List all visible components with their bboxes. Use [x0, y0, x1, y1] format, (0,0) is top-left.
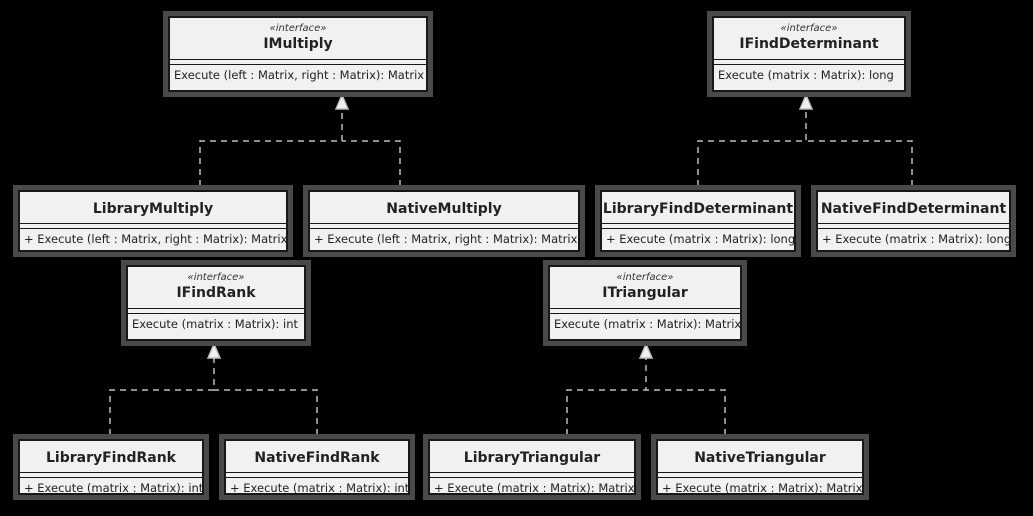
edge-libraryfinddeterminant-ifinddeterminant	[697, 108, 807, 186]
operation: Execute (left : Matrix, right : Matrix):…	[174, 68, 425, 82]
operation: + Execute (matrix : Matrix): int	[24, 481, 204, 495]
class-nativetriangular[interactable]: NativeTriangular + Execute (matrix : Mat…	[656, 439, 864, 495]
interface-imultiply[interactable]: «interface» IMultiply Execute (left : Ma…	[168, 16, 428, 92]
edge-librarytriangular-itriangular	[566, 357, 647, 435]
stereotype-label: «interface»	[269, 23, 327, 34]
compartment-divider	[602, 223, 794, 229]
class-name: LibraryTriangular	[463, 450, 601, 466]
class-librarymultiply[interactable]: LibraryMultiply + Execute (left : Matrix…	[18, 190, 288, 252]
arrowhead-ifindrank	[206, 342, 222, 359]
operation: Execute (matrix : Matrix): Matrix	[554, 317, 742, 331]
class-librarytriangular[interactable]: LibraryTriangular + Execute (matrix : Ma…	[428, 439, 636, 495]
operation: Execute (matrix : Matrix): long	[718, 68, 894, 82]
compartment-divider	[128, 308, 304, 314]
compartment-divider	[818, 223, 1009, 229]
arrowhead-ifinddeterminant	[798, 93, 814, 110]
compartment-divider	[714, 59, 904, 65]
stereotype-label: «interface»	[187, 272, 245, 283]
edge-nativefindrank-ifindrank	[214, 389, 318, 435]
class-name: LibraryFindDeterminant	[602, 201, 794, 217]
operation: + Execute (left : Matrix, right : Matrix…	[314, 232, 578, 246]
operation: + Execute (left : Matrix, right : Matrix…	[24, 232, 288, 246]
class-name: LibraryMultiply	[92, 201, 214, 217]
edge-nativemultiply-imultiply	[342, 140, 401, 186]
interface-name: IMultiply	[263, 36, 333, 52]
compartment-divider	[170, 59, 426, 65]
compartment-divider	[20, 472, 202, 478]
class-nativefinddeterminant[interactable]: NativeFindDeterminant + Execute (matrix …	[816, 190, 1011, 252]
operation: + Execute (matrix : Matrix): Matrix	[434, 481, 635, 495]
interface-name: IFindDeterminant	[739, 36, 879, 52]
edge-nativetriangular-itriangular	[646, 389, 726, 435]
class-name: NativeMultiply	[386, 201, 502, 217]
interface-name: IFindRank	[176, 285, 256, 301]
edge-nativefinddeterminant-ifinddeterminant	[806, 140, 913, 186]
class-nativefindrank[interactable]: NativeFindRank + Execute (matrix : Matri…	[224, 439, 410, 495]
compartment-divider	[310, 223, 578, 229]
class-nativemultiply[interactable]: NativeMultiply + Execute (left : Matrix,…	[308, 190, 580, 252]
compartment-divider	[550, 308, 740, 314]
stereotype-label: «interface»	[616, 272, 674, 283]
operation: + Execute (matrix : Matrix): long	[822, 232, 1012, 246]
operation: Execute (matrix : Matrix): int	[132, 317, 299, 331]
interface-name: ITriangular	[602, 285, 688, 301]
compartment-divider	[226, 472, 408, 478]
class-libraryfindrank[interactable]: LibraryFindRank + Execute (matrix : Matr…	[18, 439, 204, 495]
interface-ifinddeterminant[interactable]: «interface» IFindDeterminant Execute (ma…	[712, 16, 906, 92]
operation: + Execute (matrix : Matrix): int	[230, 481, 410, 495]
compartment-divider	[658, 472, 862, 478]
operation: + Execute (matrix : Matrix): long	[606, 232, 796, 246]
compartment-divider	[430, 472, 634, 478]
edge-librarymultiply-imultiply	[199, 108, 343, 186]
class-name: NativeFindDeterminant	[820, 201, 1007, 217]
edge-libraryfindrank-ifindrank	[109, 357, 215, 435]
stereotype-label: «interface»	[780, 23, 838, 34]
arrowhead-imultiply	[334, 93, 350, 110]
operation: + Execute (matrix : Matrix): Matrix	[662, 481, 863, 495]
arrowhead-itriangular	[638, 342, 654, 359]
compartment-divider	[20, 223, 286, 229]
interface-itriangular[interactable]: «interface» ITriangular Execute (matrix …	[548, 265, 742, 341]
class-name: NativeTriangular	[694, 450, 826, 466]
class-name: NativeFindRank	[254, 450, 380, 466]
class-libraryfinddeterminant[interactable]: LibraryFindDeterminant + Execute (matrix…	[600, 190, 796, 252]
interface-ifindrank[interactable]: «interface» IFindRank Execute (matrix : …	[126, 265, 306, 341]
class-name: LibraryFindRank	[46, 450, 176, 466]
